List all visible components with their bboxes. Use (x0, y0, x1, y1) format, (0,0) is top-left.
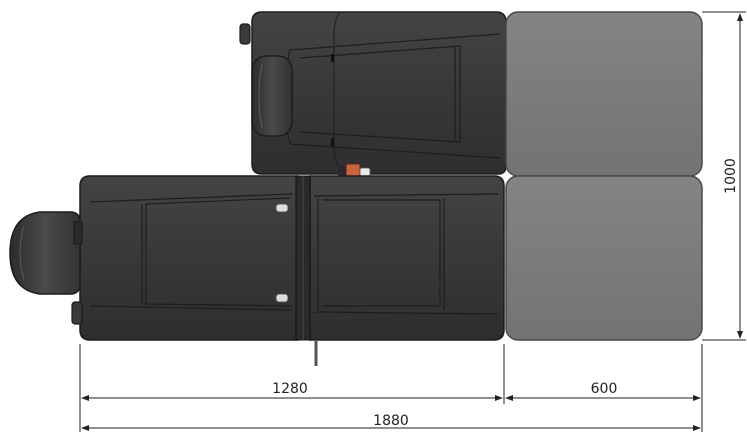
left-frame-lines (89, 193, 293, 311)
dim-label-right: 600 (591, 381, 618, 397)
dim-label-height: 1000 (723, 158, 739, 194)
dim-label-total: 1880 (373, 413, 409, 429)
headrest-top (251, 55, 293, 137)
extension-panel-top (505, 11, 703, 177)
top-handle (239, 23, 251, 45)
extension-panel-bottom (505, 175, 703, 341)
dim-label-left: 1280 (272, 381, 308, 397)
main-right-cushion (309, 175, 505, 341)
dimension-lines (79, 11, 746, 432)
main-table-section (9, 175, 505, 366)
left-handle (71, 301, 83, 325)
top-backrest-section (239, 11, 507, 189)
headrest-left (9, 211, 83, 295)
main-left-cushion (79, 175, 299, 341)
top-frame-lines (289, 33, 501, 159)
right-frame-lines (313, 193, 499, 315)
extension-panels (505, 11, 703, 341)
